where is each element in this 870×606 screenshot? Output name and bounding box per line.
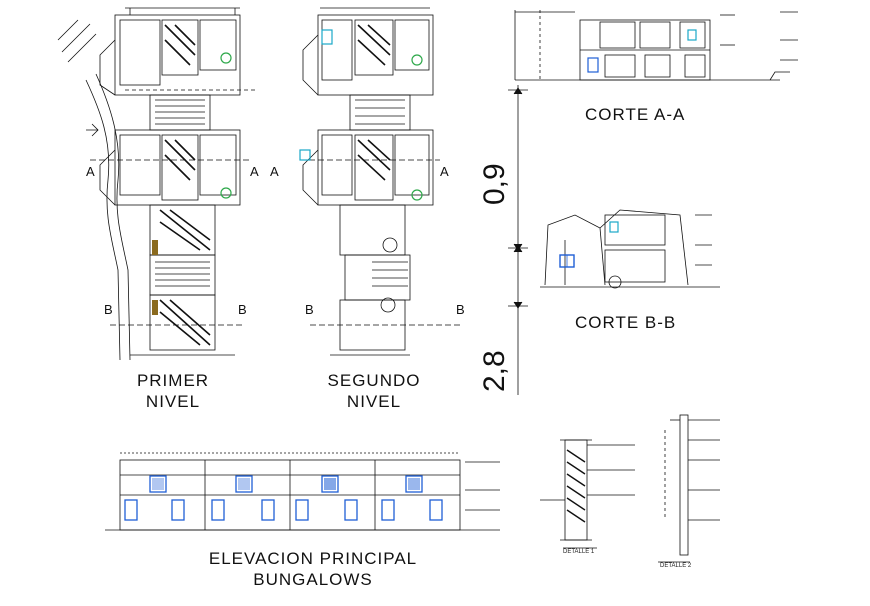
primer-nivel-line1: PRIMER xyxy=(136,371,210,390)
segundo-nivel-cyan-fixtures xyxy=(299,29,333,161)
segundo-nivel-plan xyxy=(300,7,460,356)
primer-nivel-line2: NIVEL xyxy=(145,392,201,411)
elevacion-line1: ELEVACION PRINCIPAL xyxy=(208,549,418,568)
corte-bb-section xyxy=(540,209,720,289)
corte-aa-label: CORTE A-A xyxy=(585,105,686,124)
segundo-nivel-green-fixtures xyxy=(411,54,423,201)
corte-aa-accents xyxy=(587,29,697,73)
corte-aa-annotations xyxy=(720,11,798,61)
elevacion-principal xyxy=(105,452,500,531)
segundo-nivel-label: SEGUNDO NIVEL xyxy=(314,370,434,412)
primer-nivel-hatching xyxy=(159,24,211,346)
segundo-nivel-line1: SEGUNDO xyxy=(327,371,421,390)
corte-bb-label: CORTE B-B xyxy=(575,313,677,332)
section-mark-a-left-1: A xyxy=(86,164,95,179)
site-boundary-lines xyxy=(57,19,131,361)
segundo-nivel-line2: NIVEL xyxy=(346,392,402,411)
section-mark-a-right-1: A xyxy=(250,164,259,179)
section-mark-b-right-1: B xyxy=(238,302,247,317)
primer-nivel-green-fixtures xyxy=(220,52,232,199)
detalle-1 xyxy=(540,439,635,549)
elevacion-windows xyxy=(124,475,443,521)
corte-bb-window xyxy=(559,221,619,268)
detalle-1-label: DETALLE 1 xyxy=(563,549,595,555)
detalle-2-label: DETALLE 2 xyxy=(660,563,692,569)
primer-nivel-label: PRIMER NIVEL xyxy=(118,370,228,412)
elevacion-window-fills xyxy=(152,478,420,490)
section-mark-a-right-2: A xyxy=(440,164,449,179)
primer-nivel-plan xyxy=(90,7,255,356)
dimension-lower: 2,8 xyxy=(478,350,511,392)
vertical-dimension xyxy=(508,85,528,395)
elevacion-label: ELEVACION PRINCIPAL BUNGALOWS xyxy=(198,548,428,590)
dimension-upper: 0,9 xyxy=(478,163,511,205)
corte-aa-section xyxy=(514,10,790,81)
detalle-2 xyxy=(658,414,720,563)
segundo-nivel-hatching xyxy=(357,24,391,181)
section-mark-b-left-1: B xyxy=(104,302,113,317)
section-mark-b-right-2: B xyxy=(456,302,465,317)
section-mark-b-left-2: B xyxy=(305,302,314,317)
elevacion-line2: BUNGALOWS xyxy=(253,570,373,589)
section-mark-a-left-2: A xyxy=(270,164,279,179)
primer-nivel-brown-fill xyxy=(152,240,158,315)
detalle-1-hatch xyxy=(566,449,586,523)
